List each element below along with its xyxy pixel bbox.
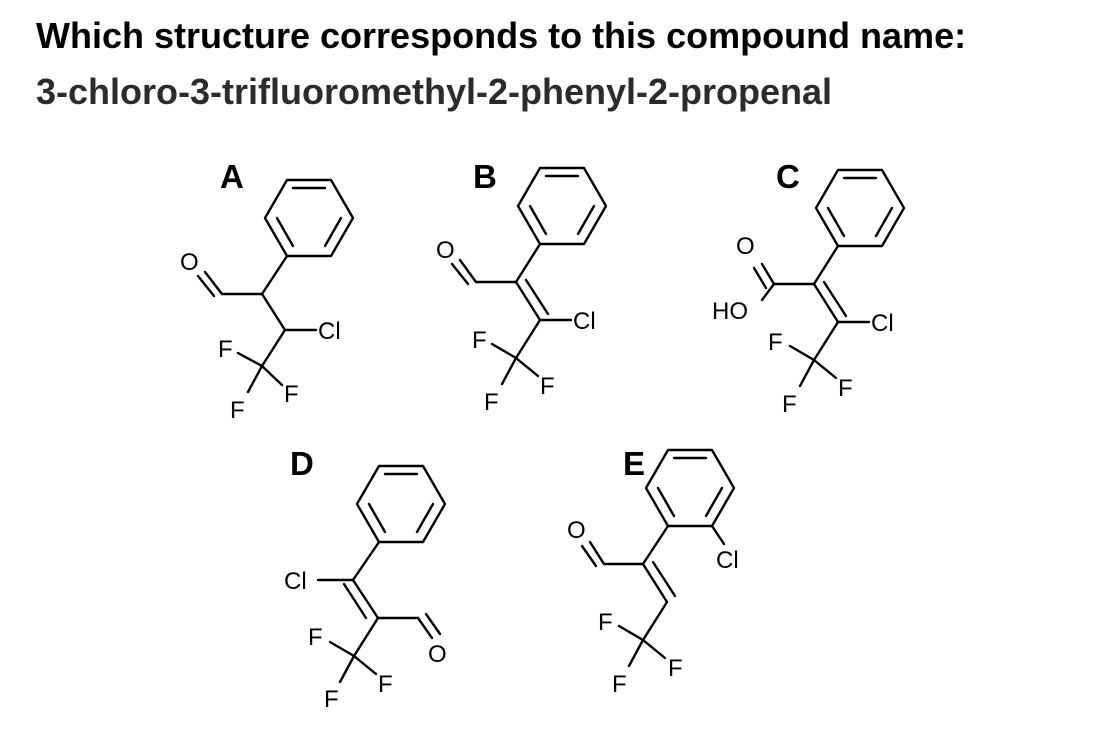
- benzene-ring-a: [263, 178, 355, 258]
- structure-a[interactable]: A O Cl F F F: [180, 158, 355, 424]
- atom-fluorine-c-2: F: [782, 391, 797, 418]
- atom-fluorine-c-3: F: [838, 375, 853, 402]
- atom-chlorine-a: Cl: [318, 318, 341, 345]
- structure-e[interactable]: E O Cl F F F: [567, 445, 739, 698]
- atom-oxygen-c: O: [736, 233, 755, 260]
- atom-oxygen-a: O: [180, 249, 199, 276]
- option-label-e: E: [623, 445, 645, 482]
- atom-fluorine-d-3: F: [378, 671, 393, 698]
- atom-fluorine-c-1: F: [768, 329, 783, 356]
- atom-chlorine-b: Cl: [573, 308, 596, 335]
- atom-chlorine-e: Cl: [716, 547, 739, 574]
- option-label-b: B: [473, 158, 497, 195]
- atom-hydroxyl-c: HO: [712, 298, 748, 325]
- atom-fluorine-e-1: F: [598, 609, 613, 636]
- structure-d[interactable]: D Cl O F F F: [284, 445, 447, 713]
- atom-fluorine-d-1: F: [308, 624, 323, 651]
- atom-chlorine-d: Cl: [284, 568, 307, 595]
- atom-chlorine-c: Cl: [871, 310, 894, 337]
- question-line-1: Which structure corresponds to this comp…: [36, 15, 967, 56]
- option-label-d: D: [290, 445, 314, 482]
- atom-oxygen-d: O: [428, 641, 447, 668]
- structure-c[interactable]: C O HO Cl F F F: [712, 158, 906, 418]
- atom-fluorine-a-2: F: [230, 397, 245, 424]
- benzene-ring-e: [644, 448, 736, 528]
- structure-b[interactable]: B O Cl F F F: [436, 158, 608, 416]
- atom-fluorine-b-2: F: [484, 389, 499, 416]
- atom-fluorine-b-3: F: [540, 373, 555, 400]
- atom-oxygen-b: O: [436, 237, 455, 264]
- atom-fluorine-a-1: F: [218, 336, 233, 363]
- atom-fluorine-a-3: F: [284, 381, 299, 408]
- option-label-c: C: [776, 158, 800, 195]
- benzene-ring-d: [355, 464, 447, 544]
- atom-fluorine-d-2: F: [324, 686, 339, 713]
- atom-fluorine-e-2: F: [612, 671, 627, 698]
- option-label-a: A: [220, 158, 244, 195]
- compound-name: 3-chloro-3-trifluoromethyl-2-phenyl-2-pr…: [36, 71, 833, 112]
- atom-oxygen-e: O: [567, 517, 586, 544]
- atom-fluorine-e-3: F: [668, 655, 683, 682]
- benzene-ring-b: [516, 166, 608, 246]
- benzene-ring-c: [814, 168, 906, 248]
- atom-fluorine-b-1: F: [472, 327, 487, 354]
